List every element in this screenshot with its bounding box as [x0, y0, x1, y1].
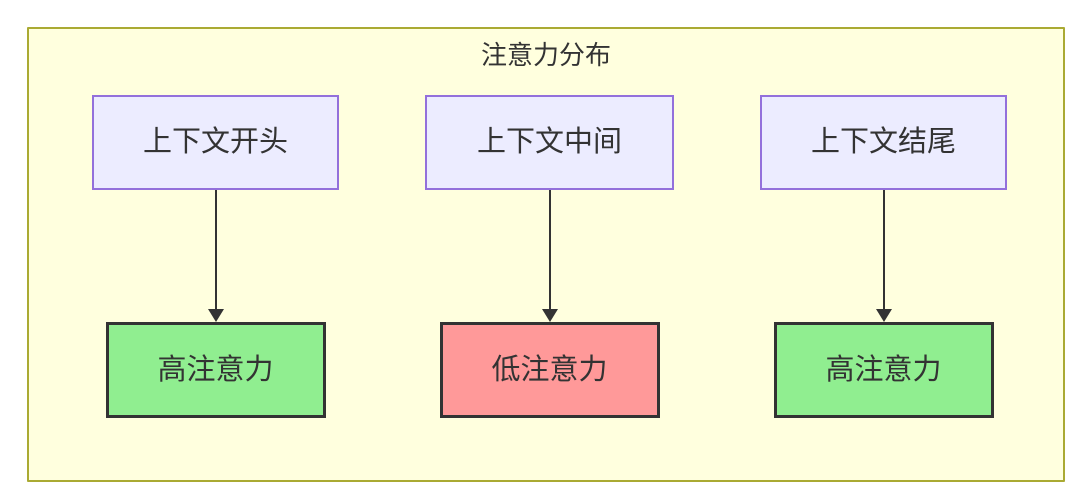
arrowhead-icon [541, 309, 558, 322]
flow-column-context-start: 上下文开头 高注意力 [92, 95, 339, 418]
flow-column-context-end: 上下文结尾 高注意力 [760, 95, 1007, 418]
arrow-line [548, 190, 551, 309]
node-high-attention-end: 高注意力 [773, 322, 994, 418]
node-high-attention-start-label: 高注意力 [157, 353, 274, 386]
node-low-attention-middle: 低注意力 [439, 322, 660, 418]
node-context-middle-label: 上下文中间 [476, 126, 622, 158]
node-low-attention-middle-label: 低注意力 [491, 353, 608, 386]
diagram-title: 注意力分布 [480, 40, 611, 70]
attention-distribution-container: 注意力分布 上下文开头 高注意力 上下文中间 低注意力 [27, 27, 1065, 482]
node-context-start: 上下文开头 [92, 95, 339, 190]
arrow-line [214, 190, 217, 309]
node-high-attention-end-label: 高注意力 [825, 353, 942, 386]
node-high-attention-start: 高注意力 [105, 322, 326, 418]
node-context-end-label: 上下文结尾 [810, 126, 956, 158]
arrow-line [882, 190, 885, 309]
arrowhead-icon [875, 309, 892, 322]
node-context-middle: 上下文中间 [425, 95, 674, 190]
arrow-context-start-to-attention [207, 190, 224, 322]
flow-column-context-middle: 上下文中间 低注意力 [425, 95, 674, 418]
arrowhead-icon [207, 309, 224, 322]
arrow-context-middle-to-attention [541, 190, 558, 322]
node-context-end: 上下文结尾 [760, 95, 1007, 190]
node-context-start-label: 上下文开头 [142, 126, 288, 158]
arrow-context-end-to-attention [875, 190, 892, 322]
